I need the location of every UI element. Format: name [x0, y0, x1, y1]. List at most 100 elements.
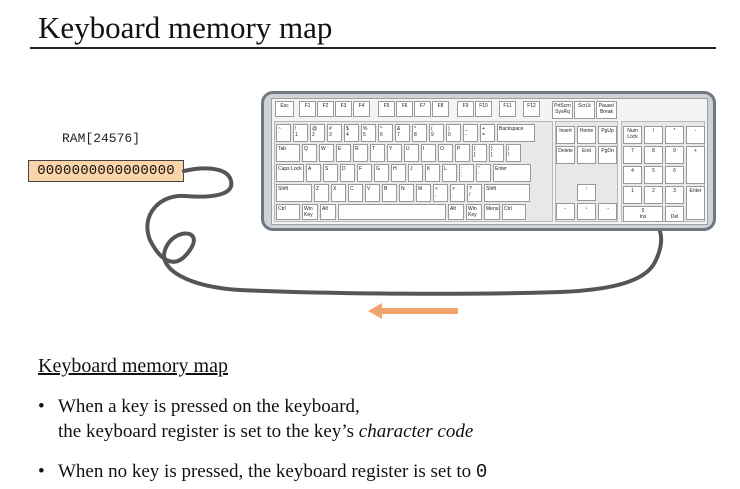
- key-pgup[interactable]: PgUp: [598, 126, 617, 144]
- key----11[interactable]: _ -: [463, 124, 478, 142]
- key-shift-11[interactable]: Shift: [484, 184, 530, 202]
- key-tab-0[interactable]: Tab: [276, 144, 300, 162]
- key-home[interactable]: Home: [577, 126, 596, 144]
- key-menu-6[interactable]: Menu: [484, 204, 500, 220]
- key-end[interactable]: End: [577, 146, 596, 164]
- numpad-2-1[interactable]: 2: [644, 186, 663, 204]
- key---8[interactable]: < ,: [433, 184, 448, 202]
- numpad-0-ins[interactable]: 0 Ins: [623, 206, 663, 222]
- key-t-5[interactable]: T: [370, 144, 385, 162]
- key-f10[interactable]: F10: [475, 101, 492, 117]
- key--6-6[interactable]: ^ 6: [378, 124, 393, 142]
- key---12[interactable]: + =: [480, 124, 495, 142]
- key---10[interactable]: ? /: [467, 184, 482, 202]
- key-e-3[interactable]: E: [336, 144, 351, 162]
- key-f9[interactable]: F9: [457, 101, 474, 117]
- key-pause-break[interactable]: Pause/ Break: [596, 101, 617, 119]
- numpad-symbol-3[interactable]: +: [686, 146, 705, 184]
- numpad-num-lock-0[interactable]: Num Lock: [623, 126, 642, 144]
- key-shift-0[interactable]: Shift: [276, 184, 312, 202]
- key-g-5[interactable]: G: [374, 164, 389, 182]
- key-i-8[interactable]: I: [421, 144, 436, 162]
- numpad---3[interactable]: -: [686, 126, 705, 144]
- key--5-5[interactable]: % 5: [361, 124, 376, 142]
- key-arrow-up[interactable]: ↑: [577, 184, 596, 201]
- key--2-2[interactable]: @ 2: [310, 124, 325, 142]
- numpad-1-0[interactable]: 1: [623, 186, 642, 204]
- key-f6[interactable]: F6: [396, 101, 413, 117]
- key-f11[interactable]: F11: [499, 101, 516, 117]
- key-f4[interactable]: F4: [353, 101, 370, 117]
- key-q-1[interactable]: Q: [302, 144, 317, 162]
- numpad-3-2[interactable]: 3: [665, 186, 684, 204]
- key-esc[interactable]: Esc: [275, 101, 294, 117]
- numpad-9-2[interactable]: 9: [665, 146, 684, 164]
- key---11[interactable]: { [: [472, 144, 487, 162]
- key-k-8[interactable]: K: [425, 164, 440, 182]
- key-c-3[interactable]: C: [348, 184, 363, 202]
- key-delete[interactable]: Delete: [556, 146, 575, 164]
- key-arrow-right[interactable]: →: [598, 203, 617, 220]
- numpad-6-2[interactable]: 6: [665, 166, 684, 184]
- key---0[interactable]: ~ `: [276, 124, 291, 142]
- key--1-1[interactable]: ! 1: [293, 124, 308, 142]
- key-pgdn[interactable]: PgDn: [598, 146, 617, 164]
- key-backspace-13[interactable]: Backspace: [497, 124, 535, 142]
- key-b-5[interactable]: B: [382, 184, 397, 202]
- key-f2[interactable]: F2: [317, 101, 334, 117]
- key-n-6[interactable]: N: [399, 184, 414, 202]
- key-f3[interactable]: F3: [335, 101, 352, 117]
- key-ctrl-0[interactable]: Ctrl: [276, 204, 300, 220]
- key-enter-12[interactable]: Enter: [493, 164, 531, 182]
- numpad-4-0[interactable]: 4: [623, 166, 642, 184]
- key-m-7[interactable]: M: [416, 184, 431, 202]
- key-alt-4[interactable]: Alt: [448, 204, 464, 220]
- key-f-4[interactable]: F: [357, 164, 372, 182]
- key-arrow-down[interactable]: ↓: [577, 203, 596, 220]
- key---10[interactable]: : ;: [459, 164, 474, 182]
- numpad-enter-3[interactable]: Enter: [686, 186, 705, 220]
- key-ctrl-7[interactable]: Ctrl: [502, 204, 526, 220]
- key--4-4[interactable]: $ 4: [344, 124, 359, 142]
- key-h-6[interactable]: H: [391, 164, 406, 182]
- key-u-7[interactable]: U: [404, 144, 419, 162]
- key-x-2[interactable]: X: [331, 184, 346, 202]
- key-insert[interactable]: Insert: [556, 126, 575, 144]
- key-f7[interactable]: F7: [414, 101, 431, 117]
- key-spacebar[interactable]: [338, 204, 446, 220]
- key--8-8[interactable]: * 8: [412, 124, 427, 142]
- key-v-4[interactable]: V: [365, 184, 380, 202]
- key-f1[interactable]: F1: [299, 101, 316, 117]
- key-a-1[interactable]: A: [306, 164, 321, 182]
- key-caps-lock-0[interactable]: Caps Lock: [276, 164, 304, 182]
- key-r-4[interactable]: R: [353, 144, 368, 162]
- key-y-6[interactable]: Y: [387, 144, 402, 162]
- key-w-2[interactable]: W: [319, 144, 334, 162]
- key---9[interactable]: > .: [450, 184, 465, 202]
- key-d-3[interactable]: D: [340, 164, 355, 182]
- key---12[interactable]: } ]: [489, 144, 504, 162]
- key---11[interactable]: " ': [476, 164, 491, 182]
- key-p-10[interactable]: P: [455, 144, 470, 162]
- key-f5[interactable]: F5: [378, 101, 395, 117]
- key-alt-2[interactable]: Alt: [320, 204, 336, 220]
- key-f8[interactable]: F8: [432, 101, 449, 117]
- key-arrow-left[interactable]: ←: [556, 203, 575, 220]
- key-scrlk[interactable]: ScrLk: [574, 101, 595, 119]
- numpad-symbol-1[interactable]: /: [644, 126, 663, 144]
- key-prtscrn-sysrq[interactable]: PrtScrn SysRq: [552, 101, 573, 119]
- numpad-5-1[interactable]: 5: [644, 166, 663, 184]
- key--9-9[interactable]: ( 9: [429, 124, 444, 142]
- key--3-3[interactable]: # 3: [327, 124, 342, 142]
- key-l-9[interactable]: L: [442, 164, 457, 182]
- key-s-2[interactable]: S: [323, 164, 338, 182]
- key-win-key-5[interactable]: Win Key: [466, 204, 482, 220]
- key-win-key-1[interactable]: Win Key: [302, 204, 318, 220]
- key--7-7[interactable]: & 7: [395, 124, 410, 142]
- key-f12[interactable]: F12: [523, 101, 540, 117]
- key---13[interactable]: | \: [506, 144, 521, 162]
- numpad-7-0[interactable]: 7: [623, 146, 642, 164]
- key-z-1[interactable]: Z: [314, 184, 329, 202]
- key-j-7[interactable]: J: [408, 164, 423, 182]
- key-o-9[interactable]: O: [438, 144, 453, 162]
